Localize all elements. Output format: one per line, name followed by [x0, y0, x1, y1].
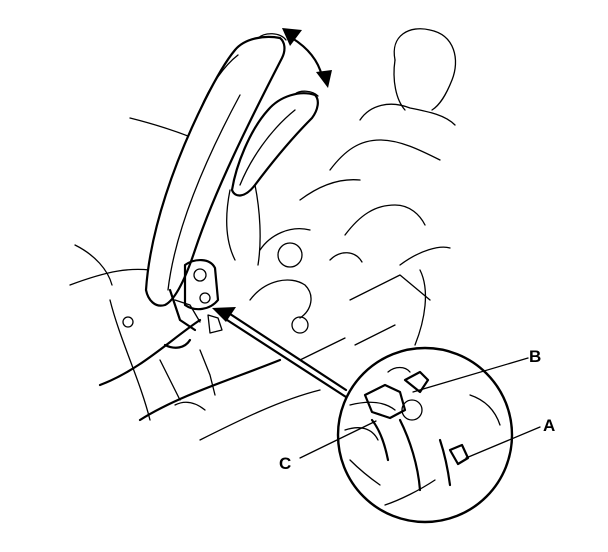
parking-brake-lever [144, 33, 287, 307]
parking-brake-lever-lowered [226, 90, 319, 266]
callout-leaders [299, 357, 541, 459]
callout-label-c: C [279, 454, 291, 473]
callout-label-b: B [529, 347, 541, 366]
magnifier-arrow-icon [212, 307, 348, 399]
console-outline [69, 117, 451, 441]
lever-base-bracket [122, 259, 223, 411]
gear-shift-knob [249, 28, 457, 334]
double-arrow-icon [282, 28, 332, 88]
callout-label-a: A [543, 416, 555, 435]
detail-circle [336, 346, 514, 524]
